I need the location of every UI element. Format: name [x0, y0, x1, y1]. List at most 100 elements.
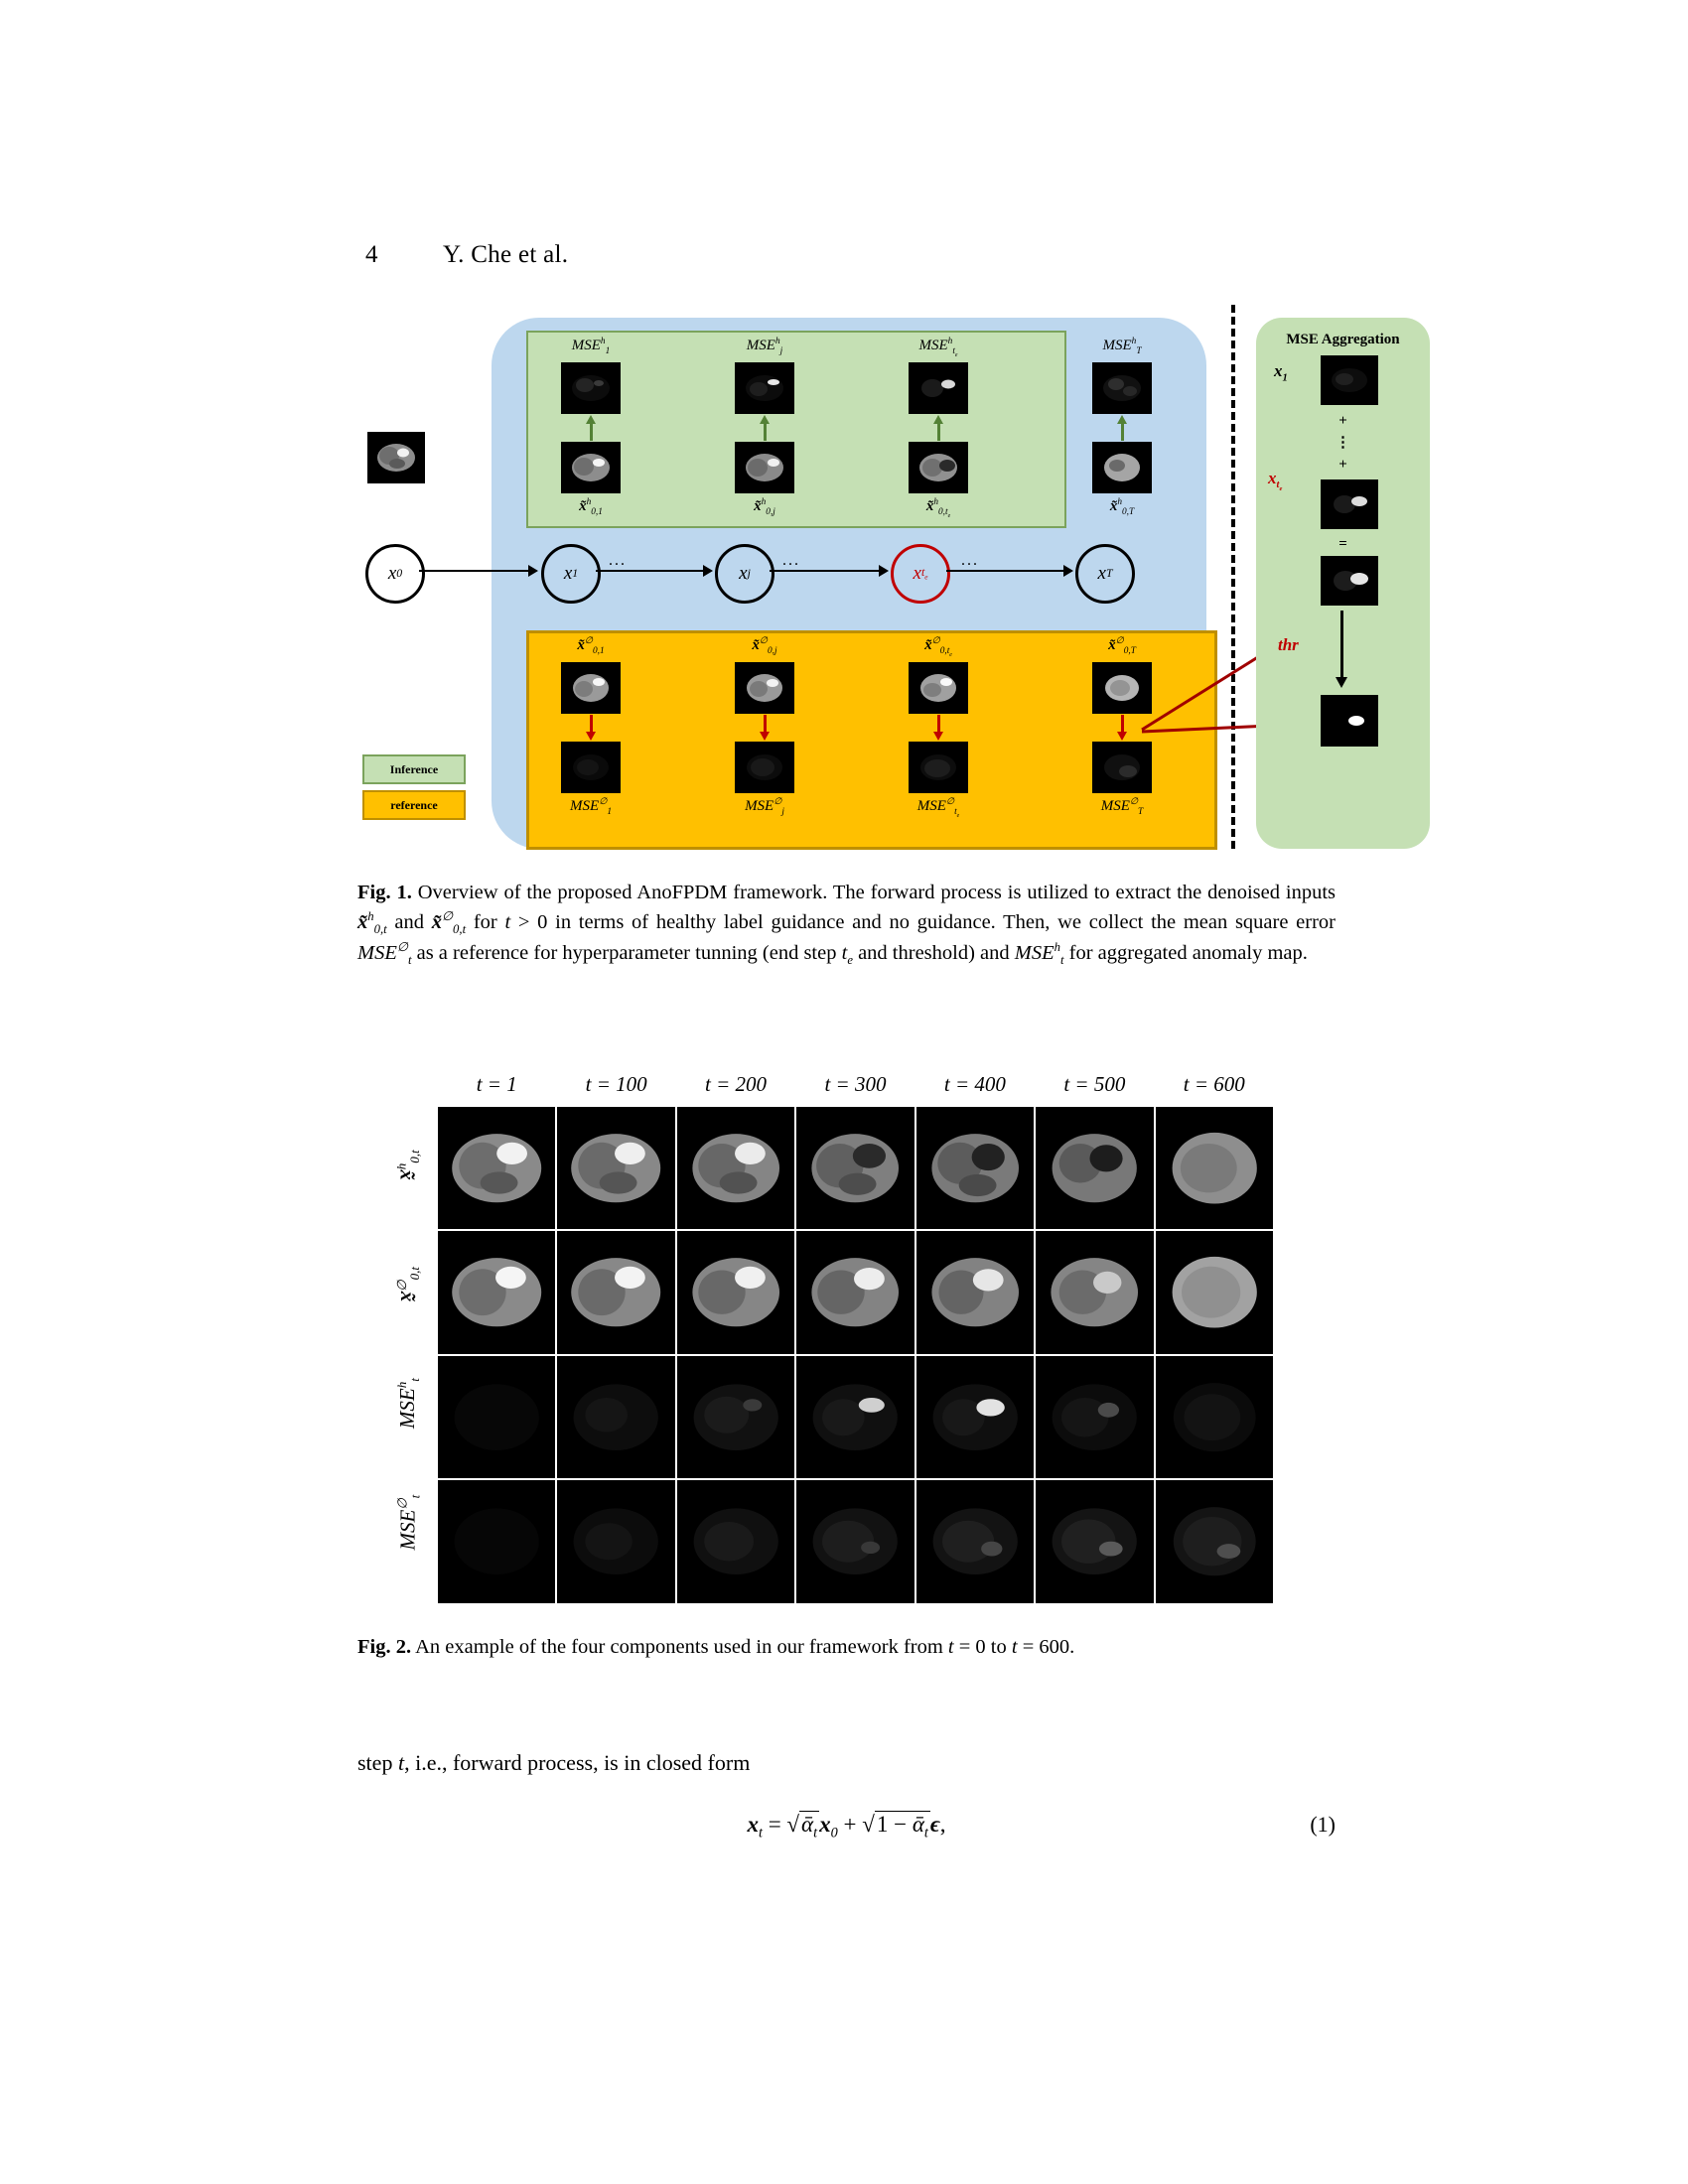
running-head-authors: Y. Che et al.: [443, 241, 569, 268]
aggregation-plus-1: +: [1338, 413, 1347, 429]
chain-ellipsis: ...: [782, 552, 800, 569]
reference-column-T: x̃∅0,T MSE∅T: [1067, 636, 1177, 823]
grid-cell: [796, 1107, 914, 1230]
aggregation-x1-label: x1: [1274, 361, 1288, 384]
denoised-empty-T-image: [1092, 662, 1152, 714]
aggregation-xte-label: xte: [1268, 469, 1283, 493]
denoised-empty-j-image: [735, 662, 794, 714]
mse-h-te-image: [909, 362, 968, 414]
grid-cell: [1155, 1480, 1273, 1603]
equation-1: xt = √ᾱtx0 + √1 − ᾱtϵ, (1): [357, 1811, 1336, 1843]
grid-cell: [796, 1231, 914, 1354]
reference-column-j: x̃∅0,j MSE∅j: [710, 636, 819, 823]
figure-2-caption: Fig. 2. An example of the four component…: [357, 1636, 1075, 1658]
grid-cell: [1036, 1480, 1154, 1603]
mse-h-te-label: MSEhte: [918, 337, 958, 358]
row-label-mse-h: MSEht: [393, 1378, 423, 1430]
mse-h-1-image: [561, 362, 621, 414]
figure-2-column-headers: t = 1 t = 100 t = 200 t = 300 t = 400 t …: [437, 1072, 1274, 1106]
denoised-empty-1-label: x̃∅0,1: [577, 636, 605, 656]
column-header: t = 300: [824, 1072, 887, 1096]
inference-column-te: MSEhte x̃h0,te: [884, 337, 993, 523]
denoised-h-T-image: [1092, 442, 1152, 493]
grid-cell: [557, 1231, 675, 1354]
grid-cell: [796, 1355, 914, 1479]
inference-column-T: MSEhT x̃h0,T: [1067, 337, 1177, 523]
down-arrow-icon: [933, 715, 943, 741]
grid-cell: [915, 1480, 1035, 1603]
denoised-h-j-label: x̃h0,j: [754, 497, 775, 517]
down-arrow-icon: [1117, 715, 1127, 741]
mse-empty-te-label: MSE∅te: [916, 797, 960, 819]
figure-2-caption-prefix: Fig. 2.: [357, 1636, 412, 1658]
grid-cell: [557, 1480, 675, 1603]
grid-cell: [438, 1231, 556, 1354]
denoised-empty-1-image: [561, 662, 621, 714]
figure-1-caption-prefix: Fig. 1.: [357, 882, 412, 903]
column-header: t = 200: [705, 1072, 768, 1096]
grid-cell: [676, 1231, 795, 1354]
aggregation-title: MSE Aggregation: [1286, 332, 1400, 347]
mse-h-j-image: [735, 362, 794, 414]
mse-h-T-label: MSEhT: [1102, 337, 1142, 356]
grid-cell: [676, 1480, 795, 1603]
grid-cell: [1155, 1107, 1273, 1230]
legend-inference: Inference: [362, 754, 466, 784]
table-row: [437, 1479, 1274, 1603]
aggregation-term-te-image: [1321, 479, 1378, 529]
inference-column-j: MSEhj x̃h0,j: [710, 337, 819, 523]
denoised-h-j-image: [735, 442, 794, 493]
mse-empty-1-image: [561, 742, 621, 793]
panel-divider: [1231, 305, 1235, 849]
table-row: [437, 1355, 1274, 1479]
denoised-empty-te-image: [909, 662, 968, 714]
denoised-h-1-image: [561, 442, 621, 493]
grid-cell: [557, 1355, 675, 1479]
row-label-mse-empty: MSE∅t: [393, 1495, 423, 1551]
mse-empty-T-image: [1092, 742, 1152, 793]
table-row: [437, 1230, 1274, 1354]
reference-column-te: x̃∅0,te MSE∅te: [884, 636, 993, 823]
inference-column-1: MSEh1 x̃h0,1: [536, 337, 645, 523]
column-header: t = 100: [585, 1072, 647, 1096]
grid-cell: [676, 1107, 795, 1230]
chain-ellipsis: ...: [609, 552, 627, 569]
aggregated-anomaly-map-image: [1321, 556, 1378, 606]
column-header: t = 400: [943, 1072, 1006, 1096]
grid-cell: [915, 1107, 1035, 1230]
equation-body: xt = √ᾱtx0 + √1 − ᾱtϵ,: [747, 1811, 946, 1842]
grid-cell: [1155, 1231, 1273, 1354]
grid-cell: [915, 1231, 1035, 1354]
column-header: t = 600: [1183, 1072, 1245, 1096]
denoised-h-T-label: x̃h0,T: [1109, 497, 1135, 517]
chain-ellipsis: ...: [961, 552, 979, 569]
up-arrow-icon: [760, 415, 770, 441]
figure-1-caption: Fig. 1. Overview of the proposed AnoFPDM…: [357, 882, 1336, 967]
down-arrow-icon: [586, 715, 596, 741]
body-paragraph: step t, i.e., forward process, is in clo…: [357, 1750, 751, 1775]
grid-cell: [796, 1480, 914, 1603]
row-label-denoised-h: x̃h0,t: [393, 1150, 423, 1181]
figure-2: t = 1 t = 100 t = 200 t = 300 t = 400 t …: [380, 1072, 1274, 1603]
aggregation-term-1-image: [1321, 355, 1378, 405]
running-head: 4 Y. Che et al.: [365, 241, 568, 269]
mse-empty-j-label: MSE∅j: [745, 797, 784, 817]
up-arrow-icon: [1117, 415, 1127, 441]
figure-2-row-labels: x̃h0,t x̃∅0,t MSEht MSE∅t: [380, 1106, 437, 1582]
grid-cell: [1036, 1107, 1154, 1230]
denoised-h-te-label: x̃h0,te: [925, 497, 951, 519]
page-number: 4: [365, 241, 378, 268]
equation-number: (1): [1310, 1812, 1336, 1837]
denoised-empty-j-label: x̃∅0,j: [752, 636, 777, 656]
down-arrow-icon: [760, 715, 770, 741]
denoised-h-1-label: x̃h0,1: [579, 497, 603, 517]
aggregation-equals: =: [1338, 536, 1347, 552]
aggregation-plus-2: +: [1338, 457, 1347, 473]
